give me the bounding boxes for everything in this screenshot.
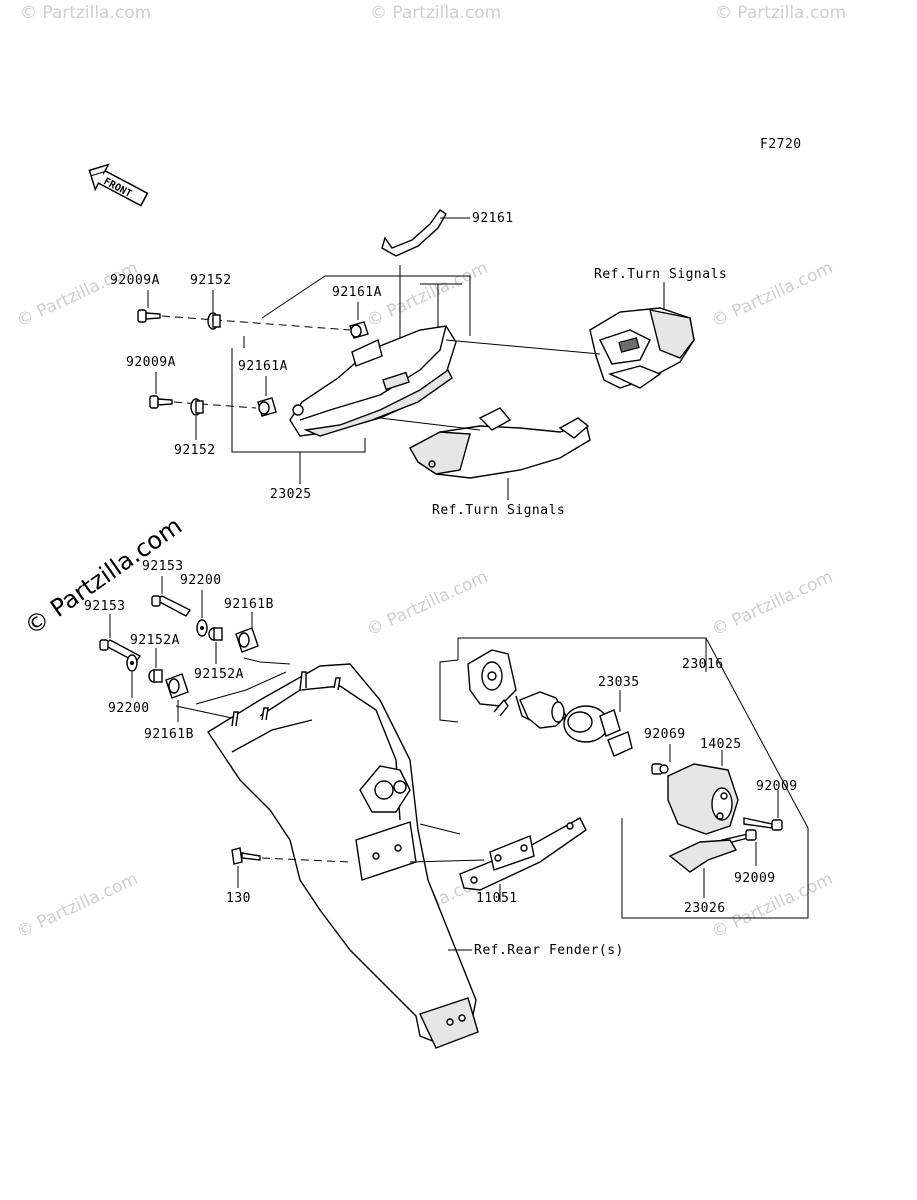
label-11051: 11051 [476, 891, 518, 906]
label-92161A-top: 92161A [332, 285, 382, 300]
watermark: © Partzilla.com [715, 3, 846, 23]
part-92161A-grommet-top[interactable] [349, 321, 369, 339]
label-92009A-top: 92009A [110, 273, 160, 288]
part-92152A-collar-left[interactable] [148, 669, 163, 683]
part-92200-washer-bottom[interactable] [126, 654, 138, 672]
label-23035: 23035 [598, 675, 640, 690]
part-23035-socket[interactable] [563, 705, 633, 757]
part-92200-washer-top[interactable] [196, 619, 208, 637]
label-92200-top: 92200 [180, 573, 222, 588]
label-92152A-right: 92152A [194, 667, 244, 682]
part-92152-collar-top[interactable] [207, 312, 221, 330]
part-92153-screw-top[interactable] [151, 595, 192, 617]
part-92161B-grommet-top[interactable] [235, 627, 259, 653]
label-ref-rear-fender: Ref.Rear Fender(s) [474, 943, 624, 958]
watermark: © Partzilla.com [14, 258, 141, 332]
watermark: © Partzilla.com [14, 869, 141, 943]
label-ref-turn-signals-top: Ref.Turn Signals [594, 267, 727, 282]
turn-signal-left[interactable] [409, 407, 591, 479]
label-23026: 23026 [684, 901, 726, 916]
turn-signal-right[interactable] [589, 307, 695, 389]
label-92161A-bottom: 92161A [238, 359, 288, 374]
rear-fender[interactable] [207, 663, 479, 1049]
label-92161B-bottom: 92161B [144, 727, 194, 742]
part-bulb-holder[interactable] [519, 691, 567, 729]
part-tail-lamp-housing[interactable] [467, 649, 531, 721]
label-92069: 92069 [644, 727, 686, 742]
part-92009A-bolt-top[interactable] [137, 309, 161, 323]
watermark: © Partzilla.com [364, 258, 491, 332]
label-92152A-left: 92152A [130, 633, 180, 648]
label-130: 130 [226, 891, 251, 906]
label-23016: 23016 [682, 657, 724, 672]
watermark: © Partzilla.com [364, 567, 491, 641]
front-arrow-icon: FRONT [88, 163, 149, 207]
label-14025: 14025 [700, 737, 742, 752]
label-92009A-bottom: 92009A [126, 355, 176, 370]
label-ref-turn-signals-bottom: Ref.Turn Signals [432, 503, 565, 518]
label-92153-left: 92153 [84, 599, 126, 614]
part-92152-collar-bottom[interactable] [190, 398, 204, 416]
label-92200-bottom: 92200 [108, 701, 150, 716]
label-92152-top: 92152 [190, 273, 232, 288]
watermark: © Partzilla.com [20, 3, 151, 23]
part-11051-bracket[interactable] [459, 817, 587, 891]
part-92161-clip[interactable] [381, 209, 447, 257]
part-92069-bulb[interactable] [651, 763, 669, 775]
label-92161: 92161 [472, 211, 514, 226]
label-92009-bottom: 92009 [734, 871, 776, 886]
watermark: © Partzilla.com [370, 3, 501, 23]
label-92153-top: 92153 [142, 559, 184, 574]
part-92009A-bolt-bottom[interactable] [149, 395, 173, 409]
part-14025-lens[interactable] [667, 763, 739, 835]
part-92161B-grommet-bottom[interactable] [165, 673, 189, 699]
part-92161A-grommet-bottom[interactable] [257, 397, 277, 417]
figure-code: F2720 [760, 137, 802, 152]
label-92009-right: 92009 [756, 779, 798, 794]
part-92009-screw-right[interactable] [743, 817, 783, 831]
part-23026-cover[interactable] [668, 839, 738, 873]
label-92152-bottom: 92152 [174, 443, 216, 458]
watermark: © Partzilla.com [709, 567, 836, 641]
part-92152A-collar-right[interactable] [208, 627, 223, 641]
part-23025-bracket[interactable] [289, 325, 457, 437]
part-130-bolt[interactable] [231, 847, 261, 865]
label-23025: 23025 [270, 487, 312, 502]
watermark: © Partzilla.com [709, 258, 836, 332]
label-92161B-top: 92161B [224, 597, 274, 612]
